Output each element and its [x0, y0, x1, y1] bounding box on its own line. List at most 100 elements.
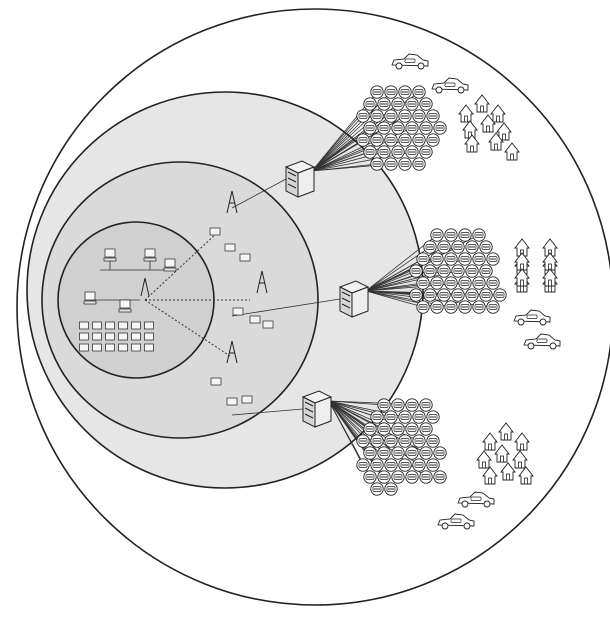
customer-terminal-icon: [398, 434, 412, 448]
computer-icon: [249, 315, 261, 324]
computer-icon: [103, 248, 117, 262]
customer-terminal-icon: [416, 276, 430, 290]
car-icon: [513, 309, 551, 326]
computer-icon: [163, 258, 177, 272]
customer-terminal-icon: [384, 458, 398, 472]
customer-terminal-icon: [419, 97, 433, 111]
customer-terminal-icon: [465, 288, 479, 302]
customer-terminal-icon: [412, 133, 426, 147]
computer-icon: [79, 332, 89, 341]
customer-terminal-icon: [370, 133, 384, 147]
customer-terminal-icon: [423, 288, 437, 302]
customer-terminal-icon: [398, 133, 412, 147]
house-icon: [494, 444, 510, 463]
customer-terminal-icon: [391, 422, 405, 436]
car-icon: [523, 333, 561, 350]
customer-terminal-icon: [479, 288, 493, 302]
customer-terminal-icon: [426, 410, 440, 424]
customer-terminal-icon: [370, 85, 384, 99]
backbone-link: [231, 408, 304, 416]
antenna-icon: [256, 270, 268, 294]
customer-terminal-icon: [384, 157, 398, 171]
server-customer-link: [311, 115, 364, 172]
customer-terminal-icon: [430, 252, 444, 266]
customer-terminal-icon: [363, 446, 377, 460]
customer-terminal-icon: [437, 240, 451, 254]
house-icon: [458, 104, 474, 123]
customer-terminal-icon: [430, 228, 444, 242]
customer-terminal-icon: [419, 398, 433, 412]
customer-terminal-icon: [412, 410, 426, 424]
computer-icon: [144, 343, 154, 352]
customer-terminal-icon: [451, 288, 465, 302]
customer-terminal-icon: [370, 434, 384, 448]
customer-terminal-icon: [458, 276, 472, 290]
customer-terminal-icon: [398, 157, 412, 171]
server-customer-link: [365, 270, 417, 292]
customer-terminal-icon: [370, 482, 384, 496]
car-icon: [457, 491, 495, 508]
server-nodes: [284, 160, 370, 428]
customer-terminal-icon: [405, 121, 419, 135]
customer-terminal-icon: [412, 434, 426, 448]
customer-terminal-icon: [356, 133, 370, 147]
computer-icon: [226, 397, 238, 406]
customer-terminal-icon: [479, 264, 493, 278]
customer-terminal-icon: [430, 276, 444, 290]
house-icon: [514, 432, 530, 451]
customer-terminal-icon: [444, 276, 458, 290]
house-icon: [512, 450, 528, 469]
customer-terminal-icon: [384, 434, 398, 448]
customer-terminal-icon: [437, 264, 451, 278]
customer-terminal-icon: [377, 422, 391, 436]
computer-icon: [79, 343, 89, 352]
server-icon: [301, 390, 333, 428]
customer-terminal-icon: [377, 398, 391, 412]
customer-terminal-icon: [426, 109, 440, 123]
customer-terminal-icon: [444, 300, 458, 314]
computer-icon: [105, 332, 115, 341]
computer-icon: [105, 343, 115, 352]
customer-terminal-icon: [426, 434, 440, 448]
customer-terminal-icon: [423, 264, 437, 278]
customer-terminal-icon: [405, 446, 419, 460]
house-icon: [488, 132, 504, 151]
customer-terminal-icon: [416, 252, 430, 266]
customer-terminal-icon: [356, 434, 370, 448]
customer-terminal-icon: [384, 85, 398, 99]
customer-terminal-icon: [363, 422, 377, 436]
house-icon: [490, 104, 506, 123]
house-icon: [474, 94, 490, 113]
customer-terminal-icon: [398, 109, 412, 123]
server-customer-link: [311, 151, 371, 172]
customer-terminal-icon: [398, 458, 412, 472]
house-icon: [500, 462, 516, 481]
house-icon: [504, 142, 520, 161]
house-icon: [476, 450, 492, 469]
computer-icon: [118, 321, 128, 330]
computer-icon: [262, 320, 274, 329]
computer-icon: [79, 321, 89, 330]
customer-terminal-icon: [370, 157, 384, 171]
house-icon: [518, 466, 534, 485]
server-icon: [338, 280, 370, 318]
server-customer-link: [365, 258, 424, 292]
computer-icon: [131, 343, 141, 352]
customer-terminal-icon: [430, 300, 444, 314]
computer-icon: [239, 253, 251, 262]
customer-terminal-icon: [416, 300, 430, 314]
house-icon: [514, 268, 530, 287]
customer-terminal-icon: [384, 482, 398, 496]
customer-terminal-icon: [451, 264, 465, 278]
computer-icon: [83, 291, 97, 305]
distribution-layer: [209, 190, 274, 406]
house-icon: [464, 134, 480, 153]
customer-terminal-icon: [370, 410, 384, 424]
customer-terminal-icon: [384, 410, 398, 424]
antenna-icon: [226, 190, 238, 214]
customer-terminal-icon: [433, 470, 447, 484]
customer-terminal-icon: [423, 240, 437, 254]
customer-terminal-icon: [465, 264, 479, 278]
customer-terminal-icon: [384, 109, 398, 123]
lan-lines: [90, 255, 170, 301]
